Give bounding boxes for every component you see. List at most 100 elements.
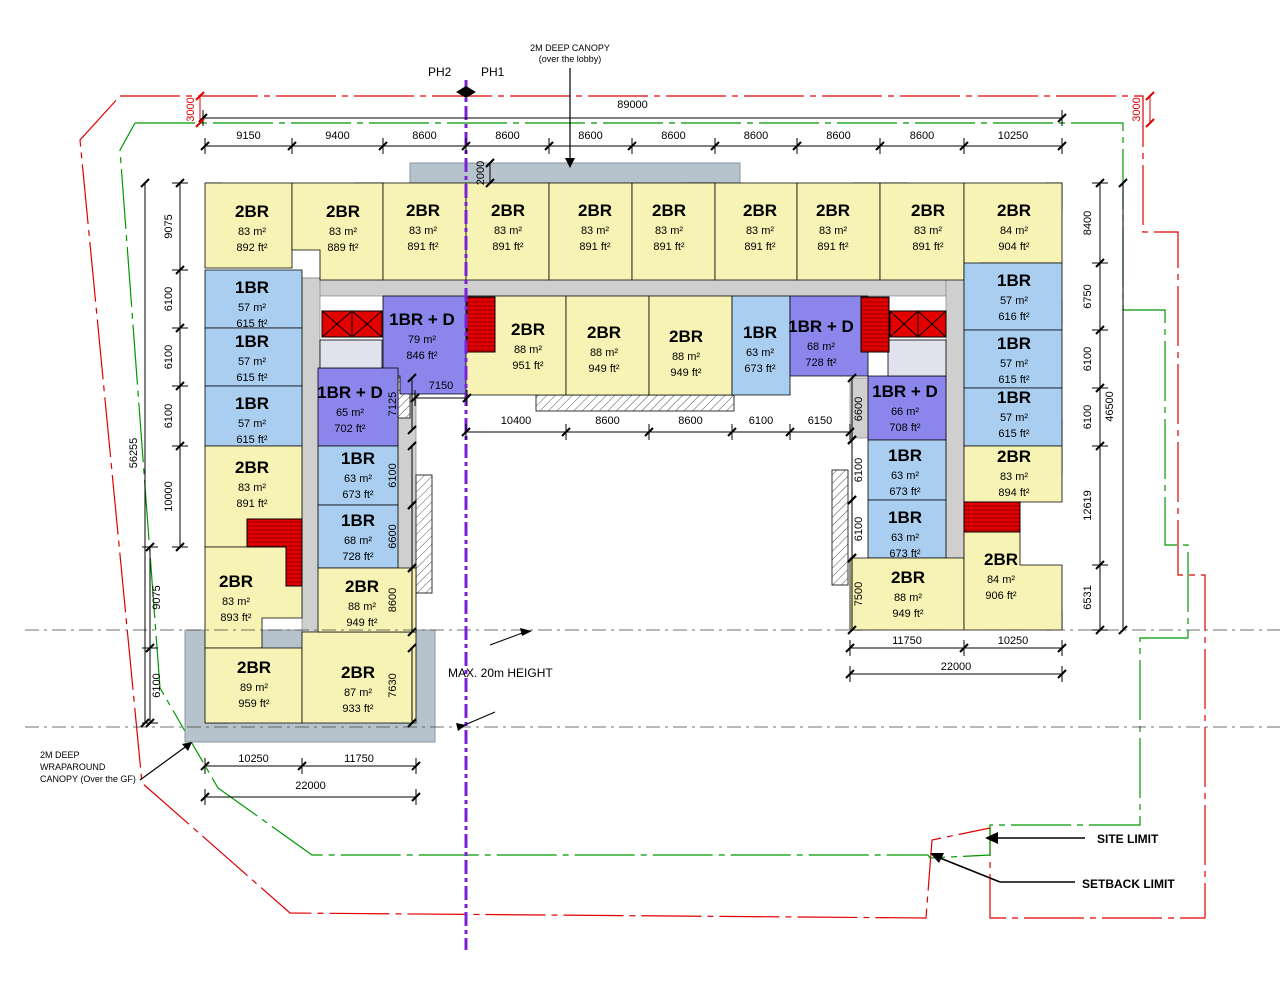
unit-area-sqft: 959 ft²	[238, 698, 270, 710]
max-height-label: MAX. 20m HEIGHT	[448, 666, 553, 680]
phase-marker-icon	[456, 86, 476, 98]
arrow-icon	[520, 628, 532, 636]
dimension-label: 6100	[163, 404, 175, 428]
unit-type-label: 1BR	[997, 388, 1031, 407]
unit-type-label: 2BR	[406, 201, 440, 220]
dimension-label: 8600	[595, 415, 619, 427]
unit-area-sqm: 88 m²	[672, 351, 700, 363]
unit-area-sqm: 57 m²	[238, 356, 266, 368]
unit-type-label: 2BR	[511, 320, 545, 339]
dimension-label: 6100	[163, 287, 175, 311]
arrow-icon	[456, 723, 466, 731]
unit-area-sqm: 88 m²	[590, 347, 618, 359]
unit-type-label: 1BR	[235, 278, 269, 297]
unit-type-label: 2BR	[587, 323, 621, 342]
unit-area-sqm: 65 m²	[336, 407, 364, 419]
setback-limit-line	[119, 122, 1189, 859]
arrow-left-icon	[985, 832, 998, 844]
unit-type-label: 1BR + D	[317, 383, 383, 402]
stair-core	[321, 310, 383, 338]
unit-type-label: 2BR	[341, 663, 375, 682]
unit-type-label: 2BR	[219, 572, 253, 591]
unit-type-label: 2BR	[235, 202, 269, 221]
unit-area-sqft: 891 ft²	[912, 241, 944, 253]
unit-area-sqm: 83 m²	[914, 225, 942, 237]
unit-area-sqft: 846 ft²	[406, 350, 438, 362]
unit-area-sqm: 83 m²	[1000, 471, 1028, 483]
unit-area-sqm: 88 m²	[348, 601, 376, 613]
dimension-label: 11750	[344, 753, 374, 765]
unit-type-label: 2BR	[235, 458, 269, 477]
unit-area-sqft: 951 ft²	[512, 360, 544, 372]
unit-type-label: 2BR	[345, 577, 379, 596]
dimension-label: 12619	[1082, 490, 1094, 521]
dimension-label: 3000	[185, 97, 197, 121]
dimension-label: 8600	[387, 588, 399, 612]
unit-area-sqft: 728 ft²	[342, 551, 374, 563]
unit-area-sqm: 83 m²	[222, 596, 250, 608]
dimension-label: 9400	[325, 130, 349, 142]
dimension-label: 6600	[853, 397, 865, 421]
unit-area-sqm: 57 m²	[238, 418, 266, 430]
phase-1-label: PH1	[481, 65, 505, 79]
unit-area-sqft: 615 ft²	[236, 434, 268, 446]
dimension-label: 8600	[661, 130, 685, 142]
unit-area-sqft: 949 ft²	[588, 363, 620, 375]
dimension-label: 8600	[678, 415, 702, 427]
dimension-label: 6100	[1082, 405, 1094, 429]
unit-type-label: 1BR	[997, 271, 1031, 290]
unit-area-sqft: 891 ft²	[407, 241, 439, 253]
unit-type-label: 2BR	[816, 201, 850, 220]
unit-type-label: 2BR	[997, 201, 1031, 220]
unit-outline	[731, 295, 791, 396]
unit-area-sqm: 57 m²	[1000, 358, 1028, 370]
unit-area-sqft: 673 ft²	[744, 363, 776, 375]
unit-area-sqm: 83 m²	[581, 225, 609, 237]
unit-area-sqft: 904 ft²	[998, 241, 1030, 253]
dimension-label: 7500	[853, 582, 865, 606]
unit-type-label: 2BR	[237, 658, 271, 677]
unit-area-sqm: 83 m²	[494, 225, 522, 237]
unit-area-sqft: 891 ft²	[653, 241, 685, 253]
unit-area-sqm: 87 m²	[344, 687, 372, 699]
unit-area-sqft: 891 ft²	[744, 241, 776, 253]
dimension-label: 6600	[387, 524, 399, 548]
unit-area-sqft: 616 ft²	[998, 311, 1030, 323]
unit-area-sqft: 615 ft²	[236, 372, 268, 384]
unit-area-sqft: 615 ft²	[998, 428, 1030, 440]
unit-area-sqft: 673 ft²	[889, 548, 921, 560]
dimension-label: 2000	[475, 161, 487, 185]
unit-area-sqm: 63 m²	[891, 470, 919, 482]
unit-type-label: 2BR	[891, 568, 925, 587]
unit-area-sqft: 708 ft²	[889, 422, 921, 434]
dimension-label: 6750	[1082, 284, 1094, 308]
dimension-label: 8600	[412, 130, 436, 142]
unit-area-sqm: 63 m²	[344, 473, 372, 485]
unit-area-sqft: 949 ft²	[892, 608, 924, 620]
unit-area-sqm: 84 m²	[1000, 225, 1028, 237]
unit-outline	[565, 295, 650, 396]
unit-area-sqft: 673 ft²	[342, 489, 374, 501]
dimension-label: 22000	[295, 780, 326, 792]
unit-area-sqm: 83 m²	[409, 225, 437, 237]
setback-limit-label: SETBACK LIMIT	[1082, 877, 1175, 891]
stair-core	[466, 296, 496, 353]
site-limit-line	[79, 95, 1206, 919]
unit-24: 2BR 88 m² 949 ft²	[565, 295, 650, 396]
dimension-label: 7150	[429, 380, 453, 392]
service-room	[887, 339, 947, 377]
dimension-label: 46500	[1104, 391, 1116, 422]
